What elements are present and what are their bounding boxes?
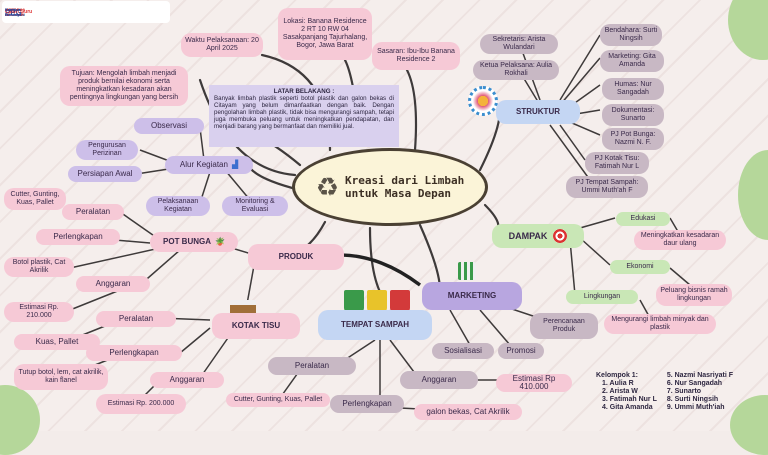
target-icon (553, 229, 568, 243)
alur-kegiatan-node: Alur Kegiatan ▟ (165, 156, 253, 174)
pengurusan-node: Pengurusan Perizinan (76, 140, 138, 160)
tujuan-node: Tujuan: Mengolah limbah menjadi produk b… (60, 66, 188, 106)
chart-bar-icon: ▟ (231, 160, 239, 169)
lingkungan-desc-node: Mengurangi limbah minyak dan plastik (604, 314, 716, 334)
recycle-icon: ♻ (315, 171, 340, 202)
kelompok-member: 9. Ummi Muth'iah (666, 404, 725, 411)
kelompok-member: 1. Aulia R (602, 380, 634, 387)
persiapan-node: Persiapan Awal (68, 166, 142, 182)
tempat-anggaran-node: Anggaran (400, 371, 478, 389)
people-wheel-icon (468, 86, 498, 116)
tempat-perlengkapan-node: Perlengkapan (330, 395, 404, 413)
dokumentasi-node: Dokumentasi: Sunarto (602, 104, 664, 126)
tempat-peralatan-desc: Cutter, Gunting, Kuas, Pallet (226, 393, 330, 407)
pj-pot-node: PJ Pot Bunga: Nazmi N. F. (602, 128, 664, 150)
ekonomi-node: Ekonomi (610, 260, 670, 274)
dampak-node: DAMPAK (492, 224, 584, 248)
ketua-node: Ketua Pelaksana: Aulia Rokhali (473, 60, 559, 80)
kotak-peralatan-desc: Kuas, Pallet (14, 334, 100, 350)
pot-perlengkapan-desc: Botol plastik, Cat Akrilik (4, 257, 74, 277)
pot-bunga-node: POT BUNGA 🪴 (150, 232, 238, 252)
lingkungan-node: Lingkungan (566, 290, 638, 304)
pj-tempat-node: PJ Tempat Sampah: Ummi Muth'ah F (566, 176, 648, 198)
marketing-person-node: Marketing: Gita Amanda (600, 50, 664, 72)
sosialisasi-node: Sosialisasi (432, 343, 494, 359)
monitoring-node: Monitoring & Evaluasi (222, 196, 288, 216)
edukasi-desc-node: Meningkatkan kesadaran daur ulang (634, 230, 726, 250)
perencanaan-node: Perencanaan Produk (530, 313, 598, 339)
latar-belakang-text: Banyak limbah plastik seperti botol plas… (214, 95, 394, 130)
sekretaris-node: Sekretaris: Arista Wulandari (480, 34, 558, 54)
pot-perlengkapan-node: Perlengkapan (36, 229, 120, 245)
kotak-anggaran-desc: Estimasi Rp. 200.000 (96, 394, 186, 414)
ppg-logo: PPG (5, 7, 22, 17)
kelompok-member: 4. Gita Amanda (602, 404, 653, 411)
tempat-perlengkapan-desc: galon bekas, Cat Akrilik (414, 404, 522, 420)
pot-peralatan-node: Peralatan (62, 204, 124, 220)
lokasi-node: Lokasi: Banana Residence 2 RT 10 RW 04 S… (278, 8, 372, 60)
humas-node: Humas: Nur Sangadah (602, 78, 664, 100)
sasaran-node: Sasaran: Ibu-Ibu Banana Residence 2 (372, 42, 460, 70)
kelompok-member: 7. Sunarto (666, 388, 702, 395)
pelaksanaan-node: Pelaksanaan Kegiatan (146, 196, 210, 216)
kotak-perlengkapan-desc: Tutup botol, lem, cat akrilik, kain flan… (14, 364, 108, 390)
dampak-label: DAMPAK (508, 231, 548, 241)
pot-anggaran-node: Anggaran (76, 276, 150, 292)
central-topic: ♻ Kreasi dari Limbah untuk Masa Depan (292, 148, 488, 226)
pot-peralatan-desc: Cutter, Gunting, Kuas, Pallet (4, 188, 66, 210)
calon-guru-logo: Calon Guru (5, 9, 33, 15)
header-logos: PPG Calon Guru Tut Wuri Handayani MERDEK… (2, 1, 170, 23)
kelompok-member: 8. Surti Ningsih (666, 396, 719, 403)
observasi-node: Observasi (134, 118, 204, 134)
tempat-anggaran-desc: Estimasi Rp 410.000 (496, 374, 572, 392)
ekonomi-desc-node: Peluang bisnis ramah lingkungan (656, 284, 732, 306)
merdeka-belajar-logo: MERDEKA BELAJAR (5, 7, 26, 17)
kotak-anggaran-node: Anggaran (150, 372, 224, 388)
kelompok-member: 3. Fatimah Nur L (602, 396, 657, 403)
produk-node: PRODUK (248, 244, 344, 270)
trash-bins-icon (344, 290, 410, 312)
promosi-node: Promosi (498, 343, 544, 359)
tut-wuri-logo: Tut Wuri Handayani (5, 7, 26, 17)
kelompok-member: 5. Nazmi Nasriyati F (666, 372, 733, 379)
alur-kegiatan-label: Alur Kegiatan (179, 160, 228, 169)
tempat-sampah-node: TEMPAT SAMPAH (318, 310, 432, 340)
central-title-line1: Kreasi dari Limbah (345, 174, 465, 187)
kelompok-member: 6. Nur Sangadah (666, 380, 723, 387)
kotak-perlengkapan-node: Perlengkapan (86, 345, 182, 361)
bendahara-node: Bendahara: Surti Ningsih (600, 24, 662, 46)
latar-belakang-box: LATAR BELAKANG : Banyak limbah plastik s… (209, 85, 399, 147)
latar-belakang-heading: LATAR BELAKANG : (273, 88, 335, 95)
tempat-peralatan-node: Peralatan (268, 357, 356, 375)
kelompok-member: 2. Arista W (602, 388, 638, 395)
edukasi-node: Edukasi (616, 212, 670, 226)
kelompok-heading: Kelompok 1: (596, 372, 639, 379)
market-stall-icon (458, 262, 476, 280)
pot-bunga-label: POT BUNGA (163, 237, 212, 246)
pot-anggaran-desc: Estimasi Rp. 210.000 (4, 302, 74, 322)
kotak-tisu-node: KOTAK TISU (212, 313, 300, 339)
pj-kotak-node: PJ Kotak Tisu: Fatimah Nur L (585, 152, 649, 174)
central-title-line2: untuk Masa Depan (345, 187, 452, 200)
waktu-node: Waktu Pelaksanaan: 20 April 2025 (181, 33, 263, 57)
kotak-peralatan-node: Peralatan (96, 311, 176, 327)
flower-pot-icon: 🪴 (215, 237, 225, 246)
marketing-node: MARKETING (422, 282, 522, 310)
kampus-merdeka-logo: Kampus Merdeka (5, 7, 22, 17)
struktur-node: STRUKTUR (496, 100, 580, 124)
